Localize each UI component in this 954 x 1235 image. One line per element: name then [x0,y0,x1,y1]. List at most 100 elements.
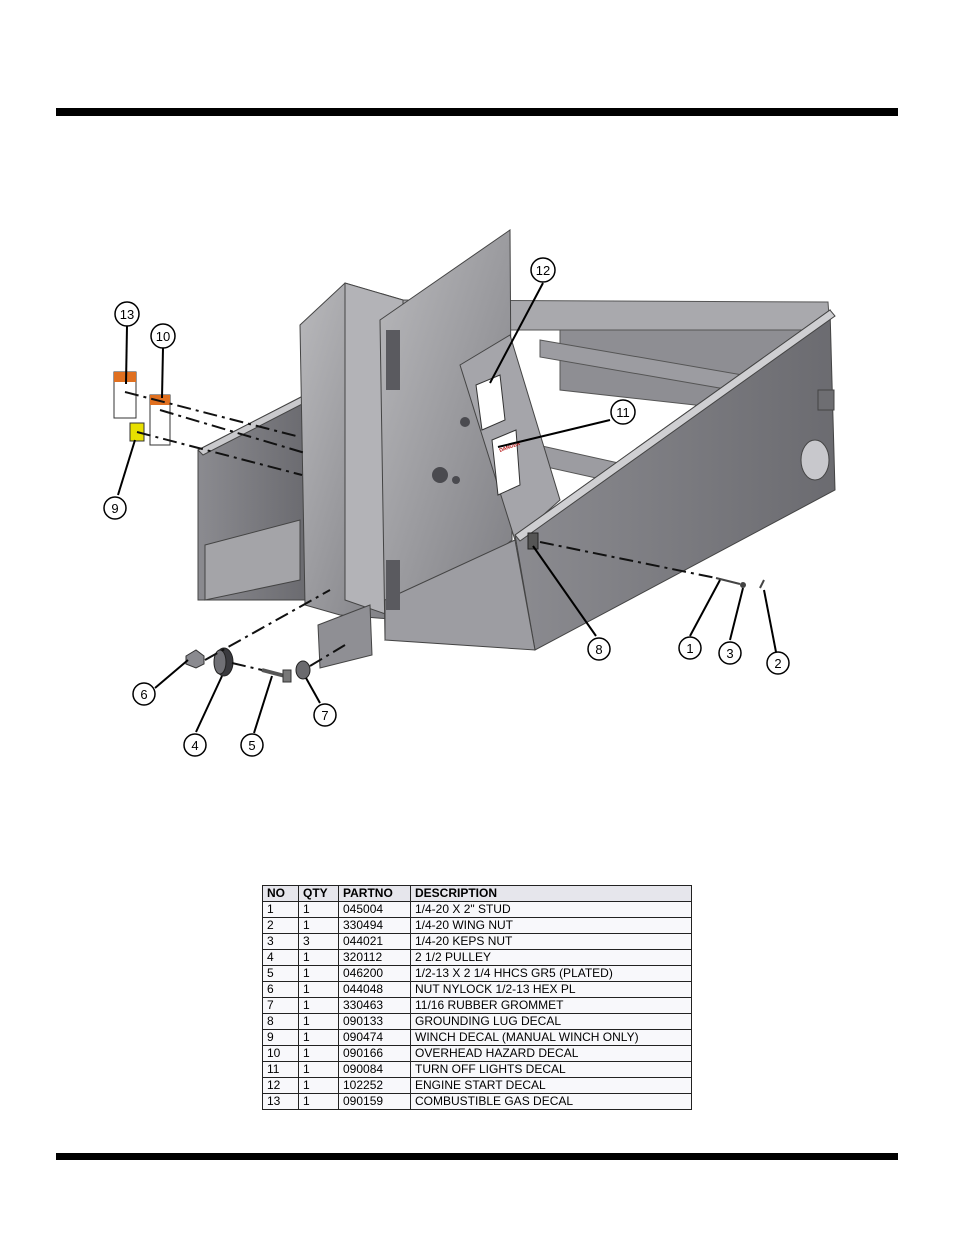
cell-partno: 330463 [338,997,411,1014]
assembly-line [231,662,263,671]
callout-circle [183,733,207,757]
leader-5 [253,675,273,734]
cell-partno: 320112 [338,949,411,966]
cell-qty: 1 [298,1093,339,1110]
leader-12 [489,282,544,384]
cell-no: 7 [262,997,299,1014]
end-bracket [817,389,835,411]
vent-grille-lower [386,560,400,610]
callout-label: 7 [321,708,328,723]
cell-partno: 044021 [338,933,411,950]
leader-8 [532,545,597,637]
mount-hole [452,476,460,484]
cell-description: COMBUSTIBLE GAS DECAL [410,1093,692,1110]
callout-13: 13 [114,301,140,327]
bottom-rule [56,1153,898,1160]
callout-9: 9 [103,496,127,520]
callout-circle [530,257,556,283]
cell-description: 1/4-20 KEPS NUT [410,933,692,950]
cell-description: 11/16 RUBBER GROMMET [410,997,692,1014]
cell-no: 4 [262,949,299,966]
cell-description: TURN OFF LIGHTS DECAL [410,1061,692,1078]
cell-description: 1/4-20 X 2" STUD [410,901,692,918]
cell-qty: 1 [298,1077,339,1094]
end-tube [800,439,830,481]
center-console [379,229,513,642]
cell-qty: 1 [298,949,339,966]
nylock-nut [185,649,205,669]
cell-description: 1/2-13 X 2 1/4 HHCS GR5 (PLATED) [410,965,692,982]
callout-circle [610,399,636,425]
cell-no: 3 [262,933,299,950]
callout-label: 11 [616,405,630,420]
assembly-line [539,541,717,579]
frame [197,229,836,669]
callout-6: 6 [132,682,156,706]
cell-no: 8 [262,1013,299,1030]
decal-8 [527,532,539,550]
cell-qty: 1 [298,1045,339,1062]
cell-no: 11 [262,1061,299,1078]
col-header-partno: PARTNO [338,885,411,902]
callout-4: 4 [183,733,207,757]
callout-label: 10 [156,329,170,344]
callout-label: 9 [111,501,118,516]
leader-3 [729,587,744,641]
cell-qty: 1 [298,1029,339,1046]
parts-table-header-row: NO QTY PARTNO DESCRIPTION [262,885,692,902]
callout-circle [313,703,337,727]
cell-partno: 044048 [338,981,411,998]
cell-partno: 045004 [338,901,411,918]
cell-no: 13 [262,1093,299,1110]
cell-description: ENGINE START DECAL [410,1077,692,1094]
cell-qty: 1 [298,1061,339,1078]
callout-label: 5 [248,738,255,753]
callout-3: 3 [718,641,742,665]
wing-nut [759,579,765,589]
cell-qty: 1 [298,901,339,918]
callout-label: 12 [536,263,550,278]
cell-no: 1 [262,901,299,918]
pulley-face [213,649,227,675]
callout-circle [150,323,176,349]
callout-1: 1 [678,636,702,660]
col-header-description: DESCRIPTION [410,885,692,902]
callout-circle [103,496,127,520]
cell-no: 9 [262,1029,299,1046]
mount-hole [432,467,448,483]
callout-label: 2 [774,656,781,671]
cell-description: 1/4-20 WING NUT [410,917,692,934]
callout-label: 6 [140,687,147,702]
cell-description: NUT NYLOCK 1/2-13 HEX PL [410,981,692,998]
cell-qty: 3 [298,933,339,950]
exploded-frame-diagram: DANGER [103,229,836,757]
mount-hole [460,417,470,427]
callout-label: 3 [726,646,733,661]
cell-partno: 090474 [338,1029,411,1046]
cell-no: 5 [262,965,299,982]
cell-partno: 102252 [338,1077,411,1094]
assembly-line [124,391,301,438]
callout-11: 11 [610,399,636,425]
leader-1 [689,579,721,637]
callout-10: 10 [150,323,176,349]
callout-5: 5 [240,733,264,757]
cell-no: 6 [262,981,299,998]
decal-13-header [114,372,136,382]
cell-description: GROUNDING LUG DECAL [410,1013,692,1030]
callout-label: 13 [120,307,134,322]
callouts: 1 3 2 8 4 5 6 7 9 10 13 11 12 [103,257,790,757]
leader-2 [763,589,777,653]
cell-qty: 1 [298,1013,339,1030]
leader-6 [154,659,189,689]
cell-qty: 1 [298,917,339,934]
callout-circle [766,651,790,675]
cell-description: OVERHEAD HAZARD DECAL [410,1045,692,1062]
